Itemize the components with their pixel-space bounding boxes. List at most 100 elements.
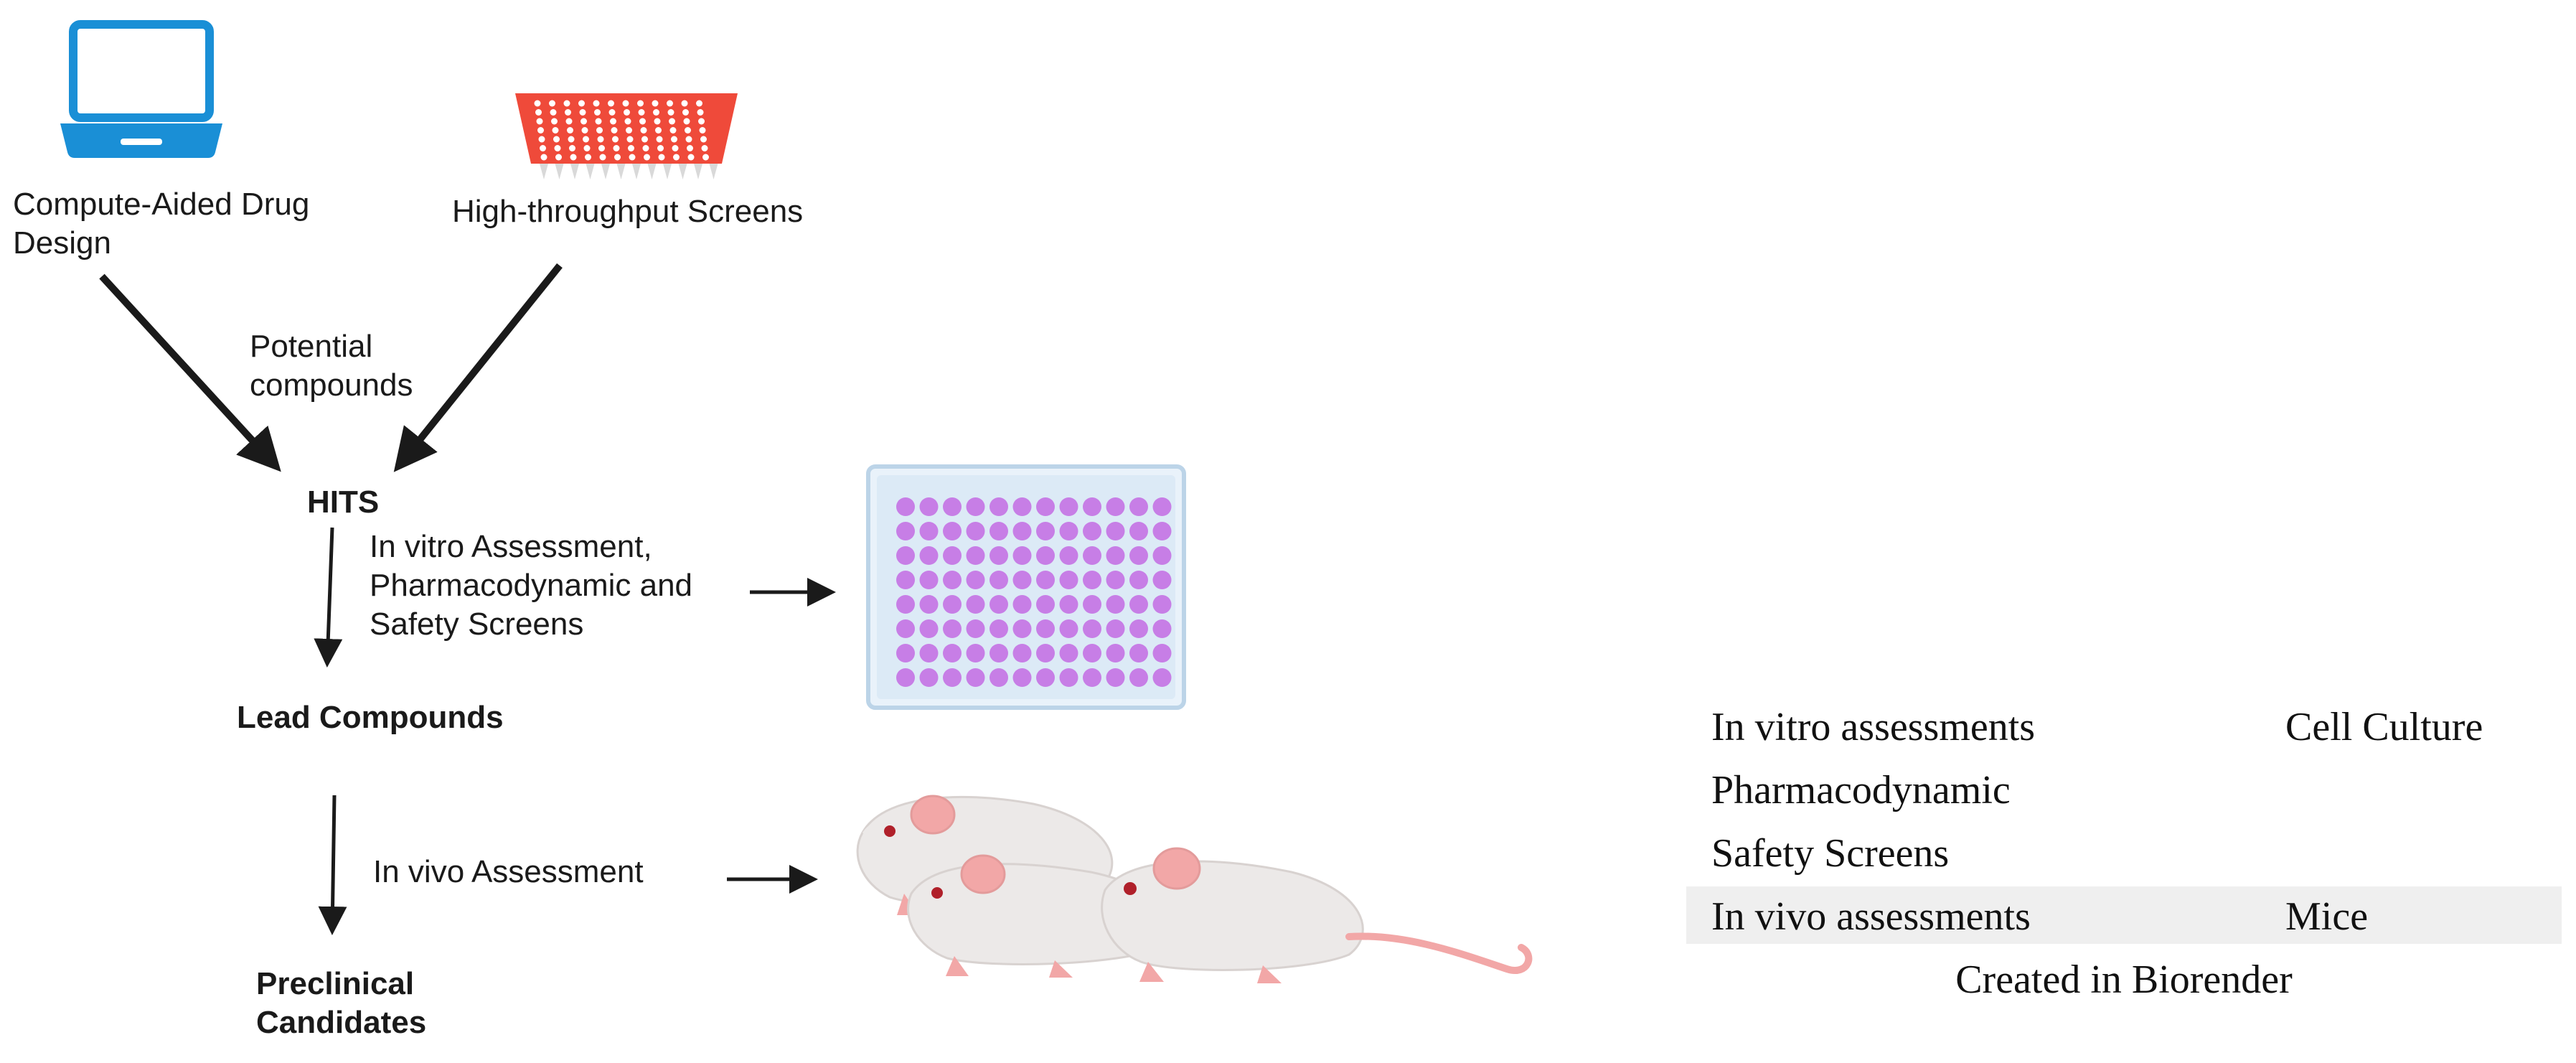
- plate-well: [943, 546, 962, 565]
- red-plate-tip: [540, 164, 548, 179]
- plate-well: [966, 595, 985, 614]
- red-plate-well: [583, 136, 589, 143]
- potential-compounds-label: Potential compounds: [250, 329, 413, 403]
- red-plate-well: [658, 154, 665, 161]
- red-plate-well: [685, 127, 691, 134]
- red-plate-well: [685, 136, 692, 143]
- plate-well: [1036, 644, 1055, 662]
- plate-well: [1152, 546, 1172, 565]
- well-plate-icon: [866, 464, 1186, 710]
- plate-well: [1012, 619, 1032, 638]
- plate-well: [896, 497, 915, 516]
- plate-well: [1012, 571, 1032, 589]
- red-plate-tip: [601, 164, 610, 179]
- red-plate-well: [610, 118, 616, 125]
- plate-well: [1129, 619, 1148, 638]
- red-plate-well: [687, 145, 693, 151]
- red-plate-well: [656, 136, 663, 143]
- red-plate-well: [580, 118, 587, 125]
- plate-well: [1129, 644, 1148, 662]
- red-plate-well: [641, 136, 648, 143]
- plate-well: [989, 595, 1008, 614]
- preclinical-candidates-label: Preclinical Candidates: [256, 966, 427, 1040]
- lead-compounds-label: Lead Compounds: [237, 700, 504, 735]
- red-plate-well: [699, 127, 706, 134]
- plate-well: [943, 522, 962, 540]
- red-plate-well: [655, 127, 662, 134]
- mice-icon: [856, 795, 1533, 983]
- plate-well: [1083, 668, 1101, 687]
- plate-well: [966, 619, 985, 638]
- red-plate-well: [593, 100, 600, 107]
- laptop-icon: [60, 20, 222, 158]
- red-plate-well: [624, 118, 631, 125]
- red-plate-well: [570, 154, 577, 161]
- red-plate-well: [669, 118, 675, 125]
- red-plate-well: [598, 145, 605, 151]
- plate-well: [919, 522, 939, 540]
- red-plate-well: [581, 127, 588, 134]
- red-plate-well: [597, 136, 604, 143]
- plate-well: [896, 644, 915, 662]
- red-plate-well: [578, 100, 585, 107]
- plate-well: [896, 546, 915, 565]
- red-plate-well: [628, 145, 634, 151]
- red-plate-well: [550, 109, 557, 116]
- plate-well: [1036, 668, 1055, 687]
- invivo-assessment-label: In vivo Assessment: [373, 854, 644, 889]
- red-plate-well: [537, 127, 544, 134]
- red-plate-well: [585, 154, 591, 161]
- red-plate-well: [534, 100, 541, 107]
- red-plate-well: [696, 100, 702, 107]
- hts-label: High-throughput Screens: [452, 194, 804, 229]
- red-microplate-icon: [515, 93, 738, 179]
- red-plate-well: [657, 145, 664, 151]
- arrow-lead-to-preclinical: [318, 795, 347, 935]
- plate-well: [1012, 595, 1032, 614]
- plate-well: [989, 644, 1008, 662]
- plate-well: [1083, 571, 1101, 589]
- plate-well: [1059, 571, 1078, 589]
- plate-well: [966, 546, 985, 565]
- red-plate-well: [622, 100, 629, 107]
- plate-well: [943, 644, 962, 662]
- plate-well: [943, 619, 962, 638]
- plate-well: [919, 546, 939, 565]
- plate-well: [966, 571, 985, 589]
- red-plate-well: [639, 118, 646, 125]
- plate-well: [1012, 668, 1032, 687]
- red-plate-well: [669, 127, 677, 134]
- table-row-2-col1: Pharmacodynamic: [1711, 768, 2011, 813]
- red-plate-well: [569, 145, 575, 151]
- red-plate-well: [667, 109, 674, 116]
- plate-well: [1106, 497, 1125, 516]
- red-plate-well: [594, 109, 601, 116]
- plate-well: [1152, 644, 1172, 662]
- red-plate-tip: [555, 164, 564, 179]
- plate-well: [1129, 595, 1148, 614]
- plate-well: [1152, 522, 1172, 540]
- red-plate-well: [583, 145, 591, 151]
- red-plate-well: [608, 109, 616, 116]
- red-plate-well: [700, 136, 707, 143]
- plate-well: [1152, 497, 1172, 516]
- red-plate-well: [563, 100, 570, 107]
- plate-well: [919, 619, 939, 638]
- plate-well: [1036, 595, 1055, 614]
- plate-well: [919, 644, 939, 662]
- plate-well: [1083, 497, 1101, 516]
- red-plate-well: [540, 154, 547, 161]
- red-plate-well: [671, 136, 677, 143]
- plate-well: [1083, 644, 1101, 662]
- plate-well: [989, 522, 1008, 540]
- red-plate-well: [536, 118, 543, 125]
- red-plate-tip: [663, 164, 672, 179]
- red-plate-well: [595, 118, 602, 125]
- red-plate-well: [612, 136, 619, 143]
- plate-well: [919, 595, 939, 614]
- plate-well: [1059, 522, 1078, 540]
- arrow-cadd-to-hits: [99, 273, 281, 472]
- plate-well: [1106, 546, 1125, 565]
- plate-well: [1106, 595, 1125, 614]
